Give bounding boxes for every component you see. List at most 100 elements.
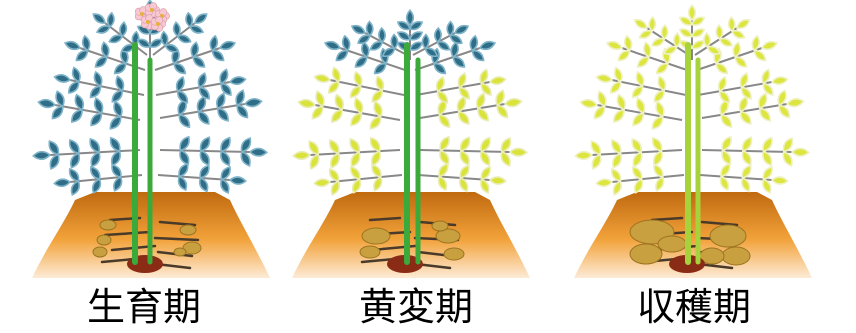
leaf-stalk: [611, 174, 685, 183]
leaf: [179, 135, 190, 152]
leaf: [476, 92, 486, 110]
leaf: [741, 164, 752, 179]
tubers: [92, 219, 202, 258]
leaf-stalk: [414, 47, 481, 71]
root: [158, 220, 197, 227]
leaf: [175, 75, 185, 93]
leaf: [751, 34, 761, 52]
leaf: [197, 110, 210, 125]
leaf: [94, 56, 108, 68]
leaf: [730, 29, 746, 39]
leaf: [469, 34, 479, 52]
leaf: [115, 75, 125, 92]
leaf: [311, 105, 324, 120]
leaf: [480, 165, 491, 181]
leaf: [753, 49, 767, 62]
leaf: [173, 62, 187, 75]
leaf: [770, 176, 789, 185]
leaf: [63, 40, 82, 51]
leaf-stalk: [694, 27, 738, 56]
leaf: [350, 24, 367, 35]
tuber: [721, 246, 751, 266]
leaf: [690, 40, 706, 50]
leaf: [479, 68, 489, 85]
caption-harvest-stage: 収穫期: [636, 285, 751, 329]
leaf: [433, 62, 447, 75]
tuber: [435, 228, 461, 244]
leaf: [371, 163, 382, 179]
tuber: [99, 219, 117, 231]
leaf: [369, 136, 381, 153]
leaf: [437, 175, 448, 192]
leaf: [703, 31, 711, 49]
leaf: [220, 136, 231, 153]
leaf: [228, 76, 247, 86]
leaf: [328, 139, 340, 155]
leaf: [178, 113, 191, 129]
leaf: [381, 47, 396, 58]
leaf: [217, 107, 229, 122]
leaf: [719, 175, 730, 192]
leaf: [194, 13, 208, 24]
leaf-stalk: [419, 103, 506, 119]
leaf: [574, 150, 594, 161]
leaf: [396, 31, 412, 41]
tubers: [359, 220, 465, 261]
leaf: [111, 89, 124, 103]
leaf-stalk: [329, 79, 405, 96]
leaf: [350, 112, 363, 127]
leaf-stalk: [591, 149, 683, 156]
leaf: [439, 135, 450, 152]
tuber: [431, 220, 449, 232]
leaf: [335, 49, 349, 62]
leaf: [495, 89, 505, 107]
leaf: [198, 176, 209, 193]
leaf: [81, 34, 91, 52]
leaf: [488, 176, 507, 185]
leaf: [93, 97, 104, 115]
leaf: [762, 178, 772, 194]
leaf: [777, 89, 787, 107]
leaf: [480, 150, 491, 167]
leaf-stalk: [309, 149, 401, 156]
leaf: [353, 70, 363, 88]
leaf: [327, 80, 340, 94]
plant-harvest-stage: [574, 4, 812, 278]
leaf: [349, 85, 362, 99]
leaf: [690, 28, 706, 38]
leaf: [70, 180, 81, 196]
leaf: [643, 41, 652, 59]
leaf: [653, 163, 664, 179]
leaf: [635, 70, 645, 88]
leaf: [408, 20, 424, 31]
leaf: [617, 49, 631, 62]
leaf: [330, 180, 341, 196]
leaf: [188, 25, 205, 34]
leaf-stalk: [699, 174, 773, 181]
leaf: [198, 86, 210, 100]
leaf: [101, 41, 110, 59]
leaf: [718, 37, 734, 47]
leaf: [369, 41, 384, 51]
leaf: [136, 38, 152, 48]
leaf: [308, 140, 320, 156]
caption-growth-stage: 生育期: [86, 285, 201, 329]
leaf: [457, 72, 467, 89]
leaf: [220, 150, 231, 167]
leaf: [616, 93, 627, 111]
foliage: [574, 4, 810, 196]
leaf: [349, 137, 361, 154]
leaf: [638, 29, 654, 39]
leaf: [595, 73, 614, 83]
leaf: [53, 73, 72, 83]
leaf: [446, 20, 455, 37]
leaf: [480, 178, 490, 194]
leaf: [292, 150, 312, 161]
leaf: [177, 175, 188, 192]
leaf: [436, 90, 449, 104]
leaf: [453, 24, 470, 35]
leaf: [457, 110, 470, 125]
leaf: [70, 152, 81, 169]
leaf: [635, 97, 646, 115]
